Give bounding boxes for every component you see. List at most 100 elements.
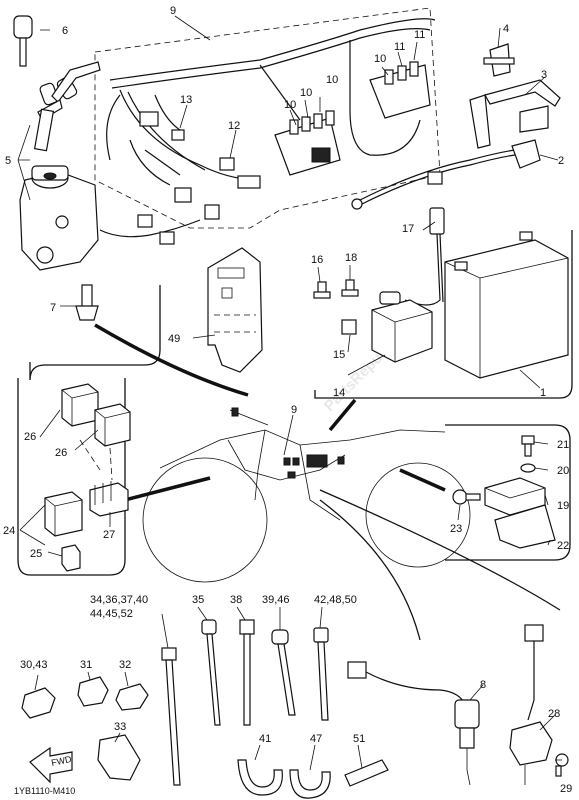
leader-lines	[17, 15, 562, 771]
label-32: 32	[119, 659, 131, 671]
relay-dashed-guides	[79, 439, 113, 481]
diagram-code: 1YB1110-M410	[14, 786, 75, 796]
harness-dashed-outline	[94, 7, 441, 229]
fuse-15	[341, 319, 357, 335]
label-2: 2	[558, 155, 564, 167]
label-29: 29	[560, 783, 572, 795]
label-49: 49	[168, 333, 180, 345]
bolt-18	[341, 279, 359, 297]
clamp-30	[21, 687, 56, 719]
label-21: 21	[557, 439, 569, 451]
label-7: 7	[50, 302, 56, 314]
group-outline-top-right	[314, 230, 573, 399]
connector-13b	[171, 129, 185, 141]
wire-harness	[99, 18, 436, 238]
battery-lead-2	[351, 139, 541, 210]
group-outline-mid-right	[445, 424, 571, 561]
label-19: 19	[557, 500, 569, 512]
clamp-41	[237, 759, 283, 796]
label-22: 22	[557, 540, 569, 552]
small-connector-center-2	[292, 457, 300, 466]
label-9-top: 9	[170, 5, 176, 17]
small-connector-center-5	[231, 407, 239, 417]
label-10-c: 10	[326, 74, 338, 86]
label-31: 31	[80, 659, 92, 671]
clamp-31	[77, 676, 109, 707]
connector-harness-d	[159, 231, 175, 245]
label-11-b: 11	[414, 29, 425, 41]
motorcycle-outline	[142, 407, 471, 583]
label-18: 18	[345, 252, 357, 264]
relay-26-lower	[94, 403, 131, 447]
connector-harness-a	[174, 187, 192, 203]
key-set	[33, 61, 101, 152]
link-relay-group	[124, 476, 211, 502]
label-12: 12	[228, 120, 240, 132]
label-24: 24	[3, 525, 15, 537]
label-28: 28	[548, 708, 560, 720]
fuse-block-10	[274, 110, 341, 176]
label-17: 17	[402, 223, 414, 235]
screw-29	[555, 753, 569, 777]
clamp-33	[97, 734, 141, 781]
label-35: 35	[192, 594, 204, 606]
label-9-center: 9	[291, 404, 297, 416]
label-16: 16	[311, 254, 323, 266]
link-sensor-right	[319, 489, 561, 611]
label-1: 1	[540, 387, 546, 399]
label-33: 33	[114, 721, 126, 733]
label-11-a: 11	[394, 41, 405, 53]
label-34-line2: 44,45,52	[90, 608, 133, 620]
part-number-labels: 9 6 5 7 4 3 2 17 16 18 13 12 10 10 10 10…	[3, 5, 572, 796]
small-connector-center-3	[337, 456, 345, 465]
connector-harness-b	[204, 204, 220, 220]
label-42-48-50: 42,48,50	[314, 594, 357, 606]
connector-13	[139, 111, 159, 127]
label-26-a: 26	[24, 431, 36, 443]
cable-tie-35	[201, 619, 221, 726]
label-30-43: 30,43	[20, 659, 48, 671]
label-27: 27	[103, 529, 115, 541]
link-left-group	[94, 323, 249, 397]
starter-relay-14	[371, 291, 433, 363]
label-20: 20	[557, 465, 569, 477]
screw-7	[75, 284, 99, 321]
group-outline-mid-left	[17, 378, 126, 576]
harness-connector-center	[306, 454, 328, 468]
cable-tie-38	[239, 619, 255, 726]
small-connector-center-4	[287, 471, 296, 479]
washer-20	[520, 463, 536, 473]
sensor-lead-8	[347, 661, 480, 786]
main-switch	[19, 165, 99, 271]
bolt-23	[452, 489, 481, 505]
label-15: 15	[333, 349, 345, 361]
link-bracket-group	[399, 468, 446, 492]
battery-band-3	[469, 79, 561, 149]
link-sensor	[319, 499, 421, 641]
bolt-21	[521, 435, 535, 457]
group-outline-left	[29, 285, 161, 381]
label-47: 47	[310, 733, 322, 745]
panel-49	[207, 247, 263, 373]
clamp-47	[289, 769, 331, 799]
label-14: 14	[333, 387, 345, 399]
connector-12	[219, 157, 235, 171]
label-8: 8	[480, 679, 486, 691]
label-51: 51	[353, 733, 365, 745]
label-38: 38	[230, 594, 242, 606]
ignition-key	[13, 15, 33, 67]
label-26-b: 26	[55, 447, 67, 459]
relay-socket-27	[89, 481, 129, 517]
label-3: 3	[541, 69, 547, 81]
cable-tie-42	[313, 627, 329, 721]
relay-24	[44, 491, 83, 537]
battery	[444, 231, 569, 379]
label-25: 25	[30, 548, 42, 560]
cable-tie-39	[271, 629, 296, 716]
label-34-line1: 34,36,37,40	[90, 594, 148, 606]
bolt-16	[313, 281, 331, 299]
label-6: 6	[62, 25, 68, 37]
label-10-b: 10	[300, 87, 312, 99]
bracket-22	[494, 504, 556, 549]
